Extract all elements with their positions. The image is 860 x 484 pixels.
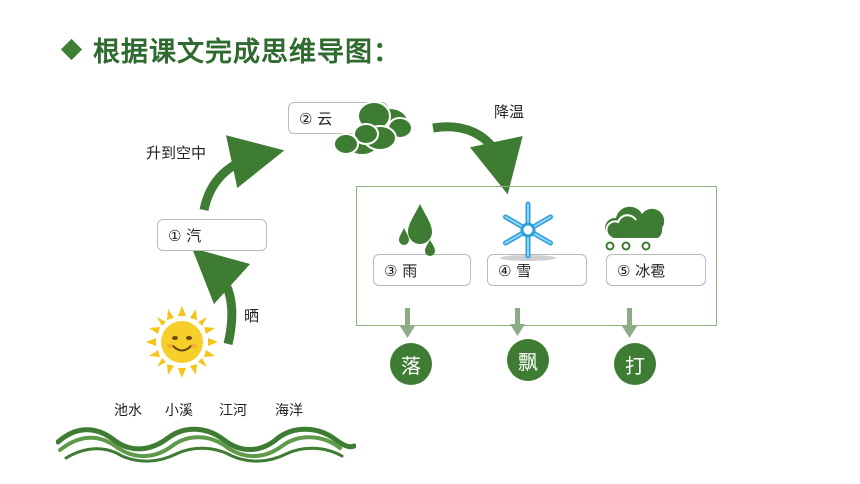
arrow-hail-down	[622, 308, 637, 338]
page-title: 根据课文完成思维导图：	[60, 30, 401, 69]
label-cool: 降温	[494, 103, 525, 121]
source-stream: 小溪	[165, 403, 193, 419]
raindrop-icon	[399, 204, 435, 256]
rain-box[interactable]: ③ 雨	[373, 254, 471, 286]
precipitation-frame	[356, 186, 717, 326]
arrow-cool	[432, 122, 523, 195]
action-hit: 打	[614, 343, 656, 385]
source-pond: 池水	[114, 403, 142, 419]
snowflake-icon	[500, 201, 556, 261]
rain-box-text: ③ 雨	[384, 261, 418, 280]
vapor-box-text: ① 汽	[168, 226, 202, 245]
page-title-text: 根据课文完成思维导图：	[93, 37, 401, 68]
cloud-box-text: ② 云	[299, 109, 333, 128]
source-river: 江河	[219, 403, 247, 419]
action-fall: 落	[390, 343, 432, 385]
arrow-bask	[191, 247, 251, 346]
sun-icon	[146, 306, 218, 378]
arrow-rise	[199, 135, 285, 212]
arrow-rain-down	[400, 308, 415, 338]
label-rise: 升到空中	[146, 144, 207, 162]
cloud-icon	[333, 101, 413, 156]
action-drift: 飘	[507, 339, 549, 381]
waves-icon	[56, 426, 356, 463]
source-sea: 海洋	[275, 403, 303, 419]
hail-box-text: ⑤ 冰雹	[617, 261, 666, 280]
label-bask: 晒	[244, 307, 260, 325]
arrow-snow-down	[510, 308, 525, 336]
vapor-box[interactable]: ① 汽	[157, 219, 267, 251]
snow-box-text: ④ 雪	[498, 261, 532, 280]
hail-box[interactable]: ⑤ 冰雹	[606, 254, 706, 286]
hail-cloud-icon	[604, 206, 665, 251]
